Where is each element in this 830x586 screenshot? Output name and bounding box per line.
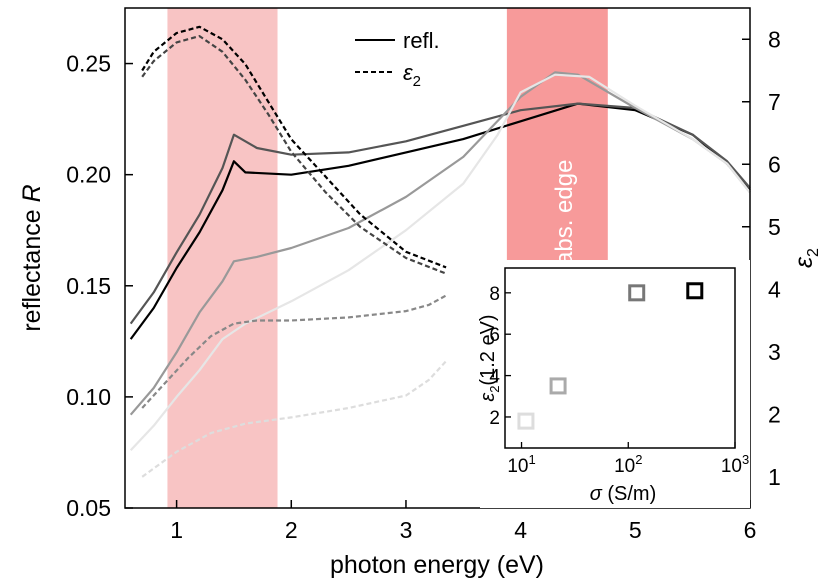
y-axis-label-right: ε2 [790,248,822,268]
y-axis-label-left: reflectance R [18,184,46,331]
series-7-dashed [141,360,447,478]
inset-background [480,260,750,508]
y-left-tick-label: 0.20 [66,162,111,188]
inset-x-tick-label: 101 [507,452,535,477]
inset-point-0 [517,412,535,430]
series-5-dashed [141,35,447,275]
y-right-tick-label: 7 [768,89,781,115]
y-left-tick-label: 0.10 [66,384,111,410]
inset-y-tick-label: 8 [489,284,500,305]
inset-point-1 [549,377,567,395]
inset-point-3 [686,282,704,300]
legend: refl. ε2 [355,28,440,90]
band-label-abs-edge: abs. edge [551,160,578,265]
x-tick-label: 4 [514,517,527,543]
data-curves [129,25,751,478]
inset-point-2 [628,284,646,302]
inset-frame [504,267,736,449]
inset-y-tick-label: 2 [489,408,500,429]
y-right-tick-label: 3 [768,339,781,365]
axis-ticks: 1 2 3 4 5 6 0.05 0.10 0.15 0.20 0.25 1 2 3 4 5 6 7 8 [66,26,781,543]
y-left-tick-label: 0.15 [66,273,111,299]
x-tick-label: 2 [285,517,298,543]
inset-y-label: ε2(1.2 eV) [477,314,502,401]
band-0 [167,8,278,508]
plot-frame [124,7,751,509]
x-axis-label: photon energy (eV) [330,551,544,579]
y-right-tick-label: 8 [768,26,781,52]
y-left-tick-label: 0.25 [66,51,111,77]
x-tick-label: 5 [629,517,642,543]
inset-y-tick-label: 6 [489,325,500,346]
y-right-tick-label: 4 [768,276,781,302]
series-2-solid [129,71,751,416]
y-right-tick-label: 6 [768,151,781,177]
legend-label-refl: refl. [403,28,440,53]
inset-y-tick-label: 4 [489,367,500,388]
y-left-tick-label: 0.05 [66,495,111,521]
series-3-solid [129,73,751,451]
series-6-dashed [141,294,447,409]
x-tick-label: 1 [170,517,183,543]
x-tick-label: 3 [400,517,413,543]
y-right-tick-label: 5 [768,214,781,240]
legend-label-eps2: ε2 [403,60,421,90]
y-right-tick-label: 1 [768,464,781,490]
x-tick-label: 6 [744,517,757,543]
y-right-tick-label: 2 [768,401,781,427]
inset-x-label: σ (S/m) [590,483,657,505]
